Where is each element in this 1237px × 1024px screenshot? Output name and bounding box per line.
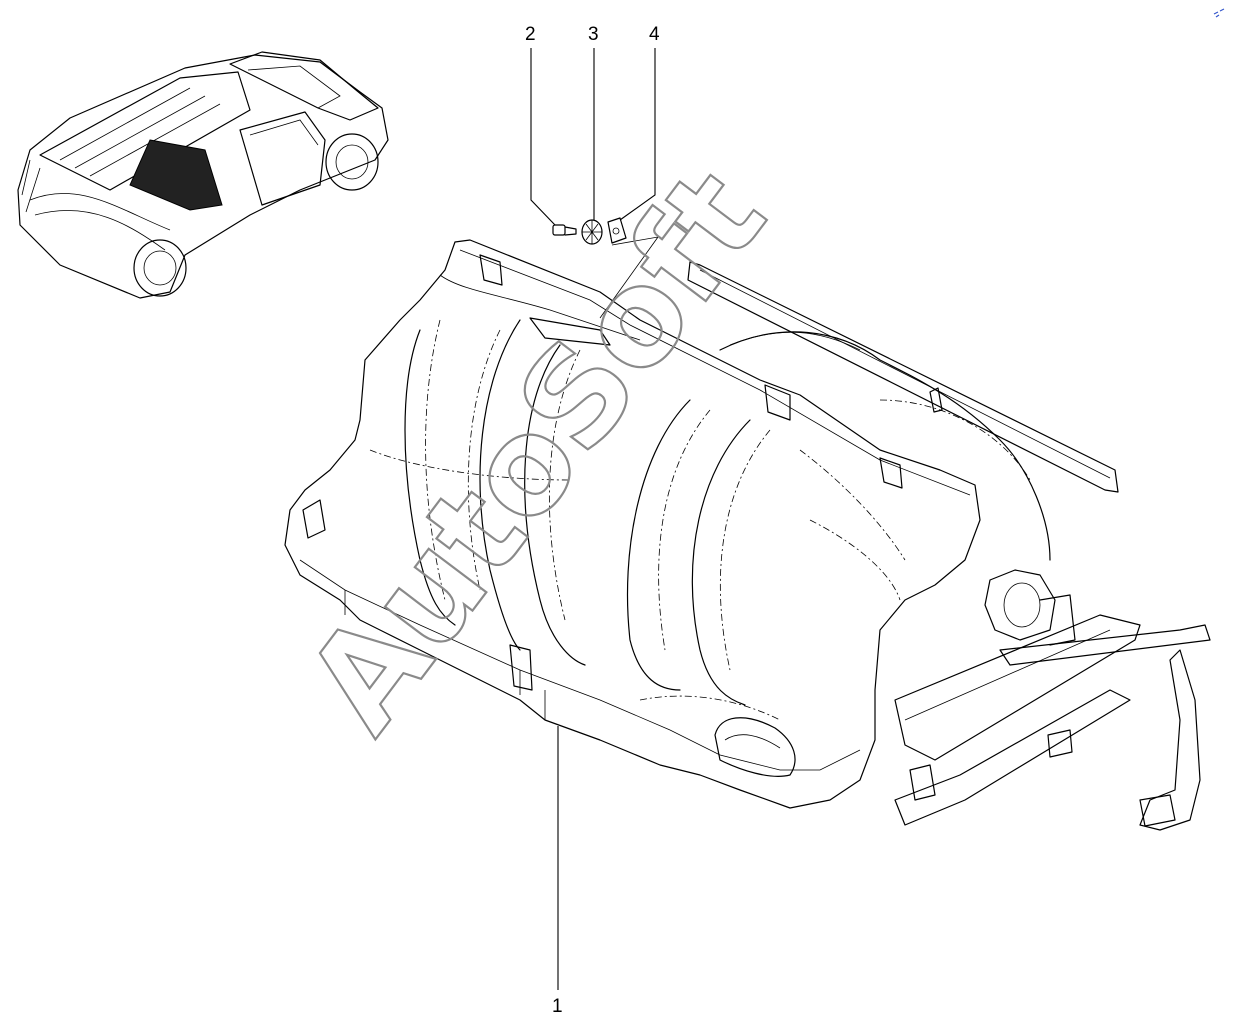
screw-icon — [552, 224, 577, 236]
callout-2: 2 — [525, 24, 536, 45]
watermark: AutoSoft — [278, 143, 796, 760]
callout-4: 4 — [649, 24, 660, 45]
rear-axle-assembly — [894, 569, 1211, 831]
washer-icon — [581, 219, 603, 245]
leader-2 — [530, 48, 556, 226]
clip-nut-icon — [607, 217, 627, 244]
insulation-panel — [284, 239, 981, 809]
callout-3: 3 — [588, 24, 599, 45]
leader-4 — [619, 48, 656, 221]
callout-1: 1 — [552, 996, 563, 1017]
wheel-arch-rear — [719, 331, 1051, 561]
corner-mark-icon — [1213, 8, 1225, 18]
vehicle-locator-icon — [17, 51, 389, 299]
fastener-axis — [599, 236, 659, 319]
